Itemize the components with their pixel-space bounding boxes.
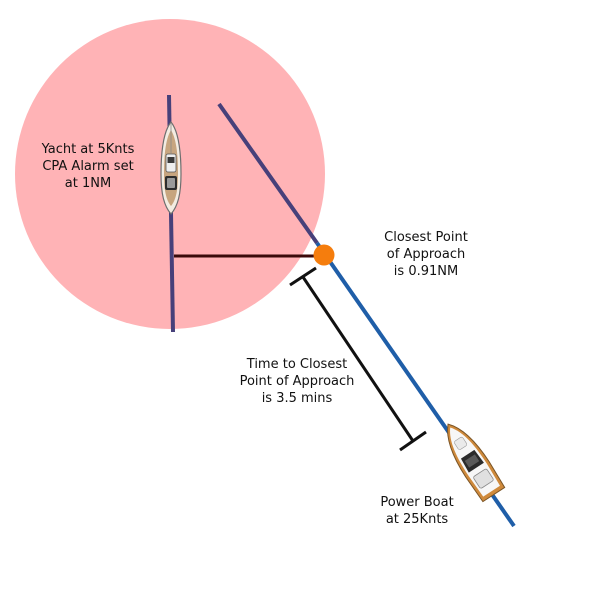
sailing-yacht-icon: [160, 121, 182, 215]
yacht-label-line-1: Yacht at 5Knts: [41, 142, 135, 157]
power-boat-track-inside-zone: [217, 102, 319, 245]
yacht-label-line-2: CPA Alarm set: [42, 159, 134, 174]
tcpa-label-line-1: Time to Closest: [246, 357, 348, 372]
orange-dot-marker: [313, 244, 335, 266]
power-boat-label-line-2: at 25Knts: [385, 512, 449, 527]
tcpa-label-line-3: is 3.5 mins: [261, 391, 333, 406]
tcpa-tick-start: [289, 266, 317, 287]
tcpa-label-line-2: Point of Approach: [239, 374, 355, 389]
cpa-label: Closest Point of Approach is 0.91NM: [363, 229, 489, 280]
tcpa-bracket: [289, 266, 427, 452]
tcpa-bar: [301, 276, 415, 442]
power-boat-label-line-1: Power Boat: [380, 495, 454, 510]
cpa-label-line-3: is 0.91NM: [393, 264, 459, 279]
cpa-label-line-2: of Approach: [386, 247, 466, 262]
cpa-label-line-1: Closest Point: [384, 230, 468, 245]
tcpa-label: Time to Closest Point of Approach is 3.5…: [222, 356, 372, 407]
yacht-label-line-3: at 1NM: [64, 176, 112, 191]
tcpa-tick-end: [399, 430, 427, 452]
yacht-label: Yacht at 5Knts CPA Alarm set at 1NM: [29, 141, 147, 192]
motor-boat-icon: [447, 423, 506, 503]
power-boat-label: Power Boat at 25Knts: [365, 494, 469, 528]
